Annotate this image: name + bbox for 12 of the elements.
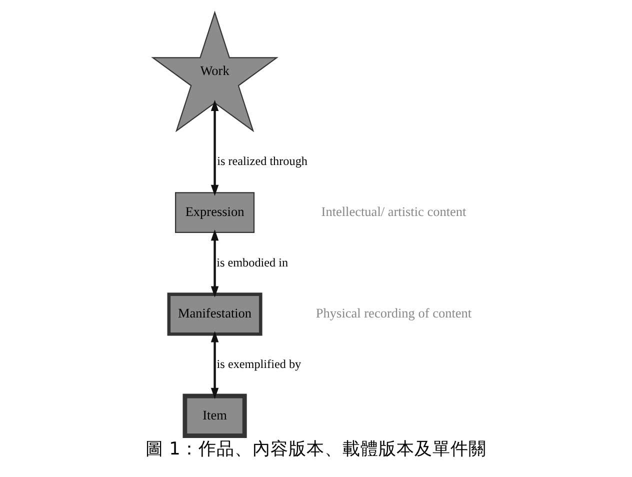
edge-label: is exemplified by [216, 357, 302, 372]
edge-label: is embodied in [216, 255, 288, 270]
arrow [210, 230, 219, 298]
node-box: Expression [175, 192, 255, 234]
caption: 圖 1：作品、內容版本、載體版本及單件關 [146, 439, 486, 460]
edge-label: is realized through [217, 154, 308, 168]
label: Intellectual/ artistic content [321, 204, 466, 219]
arrow [210, 331, 219, 399]
label: Physical recording of content [316, 306, 472, 321]
node-box: Manifestation [167, 292, 262, 336]
arrow [210, 100, 219, 196]
node-box: Item [182, 394, 247, 438]
